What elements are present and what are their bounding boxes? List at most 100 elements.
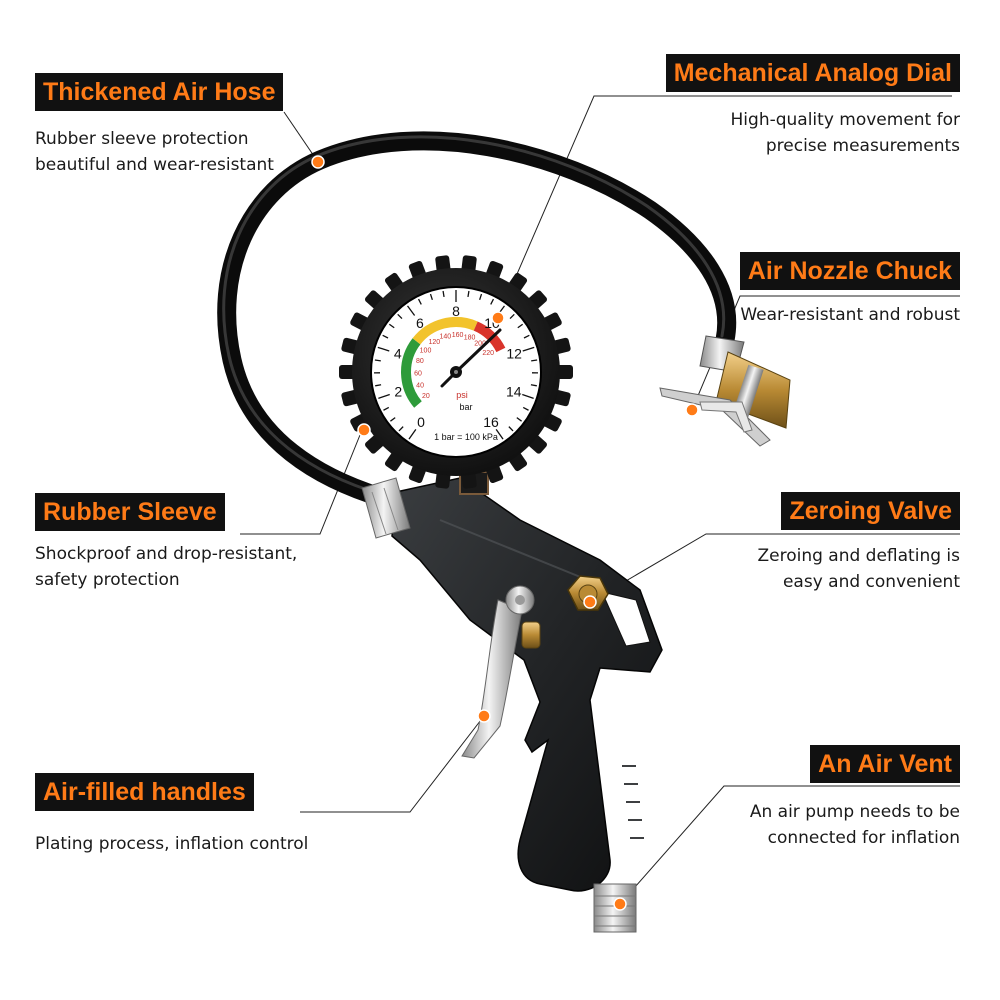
psi-tick-label: 80 bbox=[416, 358, 424, 365]
vent-title: An Air Vent bbox=[810, 745, 960, 783]
psi-tick-label: 60 bbox=[414, 370, 422, 377]
bar-tick bbox=[429, 293, 433, 300]
leader-sleeve bbox=[240, 429, 363, 535]
bar-tick bbox=[508, 426, 514, 432]
bar-tick bbox=[517, 323, 524, 329]
bar-tick bbox=[495, 428, 504, 440]
bar-tick bbox=[408, 428, 417, 440]
bar-tick bbox=[530, 384, 537, 387]
hose-desc-line1: Rubber sleeve protection bbox=[35, 129, 249, 149]
bar-tick bbox=[398, 426, 404, 432]
handle-title: Air-filled handles bbox=[35, 773, 254, 811]
dial-title: Mechanical Analog Dial bbox=[665, 54, 960, 92]
leader-valve bbox=[589, 533, 960, 603]
gauge-zone-yellow bbox=[412, 317, 478, 345]
psi-tick-label: 100 bbox=[420, 347, 432, 354]
bar-tick bbox=[383, 406, 390, 411]
dot-sleeve bbox=[357, 423, 371, 437]
dial-desc-line2: precise measurements bbox=[765, 136, 960, 156]
air-nozzle-chuck bbox=[659, 335, 791, 447]
bar-tick bbox=[374, 359, 381, 362]
bar-unit-label: bar bbox=[459, 402, 472, 412]
bar-tick bbox=[378, 393, 390, 399]
bar-tick bbox=[522, 393, 534, 399]
bar-tick-label: 4 bbox=[394, 346, 402, 362]
trigger-lever bbox=[461, 585, 541, 759]
bar-tick bbox=[397, 313, 403, 320]
bar-tick bbox=[479, 293, 483, 300]
sleeve-desc-line1: Shockproof and drop-resistant, bbox=[35, 544, 298, 564]
dial-desc-line1: High-quality movement for bbox=[730, 110, 960, 130]
hose-desc-line2: beautiful and wear-resistant bbox=[35, 155, 274, 175]
valve-title: Zeroing Valve bbox=[781, 492, 960, 530]
bar-tick-label: 8 bbox=[452, 303, 460, 319]
valve-desc-line2: easy and convenient bbox=[782, 572, 960, 592]
bar-tick bbox=[516, 417, 522, 422]
dot-vent bbox=[613, 897, 627, 911]
psi-tick-label: 200 bbox=[474, 341, 486, 348]
bar-tick-label: 16 bbox=[483, 414, 499, 430]
psi-tick-label: 120 bbox=[428, 339, 440, 346]
bar-tick bbox=[382, 334, 389, 339]
psi-unit-label: psi bbox=[456, 390, 468, 400]
leader-vent bbox=[619, 785, 960, 905]
bar-tick bbox=[523, 334, 530, 339]
gauge-zone-green bbox=[401, 338, 422, 408]
bar-tick-label: 6 bbox=[416, 315, 424, 331]
leader-handle bbox=[300, 715, 485, 813]
bar-tick-marks bbox=[373, 290, 539, 440]
bar-tick bbox=[388, 323, 395, 329]
dot-dial bbox=[491, 311, 505, 325]
dot-hose bbox=[311, 155, 325, 169]
hose-title: Thickened Air Hose bbox=[35, 73, 284, 111]
leader-chuck bbox=[691, 295, 960, 411]
gun-body bbox=[391, 477, 663, 892]
bar-tick bbox=[531, 359, 538, 362]
leader-lines bbox=[240, 95, 960, 905]
dot-valve bbox=[583, 595, 597, 609]
dot-handle bbox=[477, 709, 491, 723]
bar-tick-label: 0 bbox=[417, 414, 425, 430]
psi-tick-label: 40 bbox=[416, 382, 424, 389]
gauge-zone-red bbox=[473, 321, 506, 353]
bar-tick bbox=[490, 298, 495, 305]
vent-desc-line1: An air pump needs to be bbox=[749, 802, 960, 822]
psi-tick-label: 220 bbox=[482, 350, 494, 357]
callout-dots bbox=[311, 155, 699, 911]
dot-chuck bbox=[685, 403, 699, 417]
bar-tick bbox=[442, 290, 445, 298]
bar-tick-label: 14 bbox=[506, 384, 522, 400]
leader-dial bbox=[497, 95, 952, 319]
bar-tick bbox=[522, 406, 529, 411]
hose-ferrule bbox=[361, 477, 411, 539]
psi-tick-label: 140 bbox=[440, 334, 452, 341]
bar-tick bbox=[509, 313, 515, 320]
psi-tick-label: 160 bbox=[452, 332, 464, 339]
bar-tick bbox=[390, 417, 396, 422]
gauge-needle bbox=[454, 328, 502, 374]
bar-tick bbox=[522, 346, 535, 352]
bar-tick-label: 2 bbox=[394, 384, 402, 400]
gauge-footnote: 1 bar = 100 kPa bbox=[434, 432, 498, 442]
psi-tick-label: 20 bbox=[422, 393, 430, 400]
bar-tick-label: 12 bbox=[506, 346, 522, 362]
bar-tick bbox=[375, 384, 382, 387]
grip-ridges bbox=[622, 765, 644, 839]
psi-tick-label: 180 bbox=[464, 334, 476, 341]
valve-desc-line1: Zeroing and deflating is bbox=[757, 546, 960, 566]
chuck-desc-line1: Wear-resistant and robust bbox=[740, 305, 960, 325]
sleeve-title: Rubber Sleeve bbox=[35, 493, 225, 531]
bar-tick bbox=[406, 305, 416, 316]
bar-tick bbox=[467, 290, 470, 298]
vent-desc-line2: connected for inflation bbox=[767, 828, 960, 848]
chuck-title: Air Nozzle Chuck bbox=[739, 252, 960, 290]
handle-desc-line1: Plating process, inflation control bbox=[35, 834, 309, 854]
bar-tick bbox=[417, 298, 422, 305]
bar-tick bbox=[377, 346, 390, 352]
sleeve-desc-line2: safety protection bbox=[35, 570, 180, 590]
